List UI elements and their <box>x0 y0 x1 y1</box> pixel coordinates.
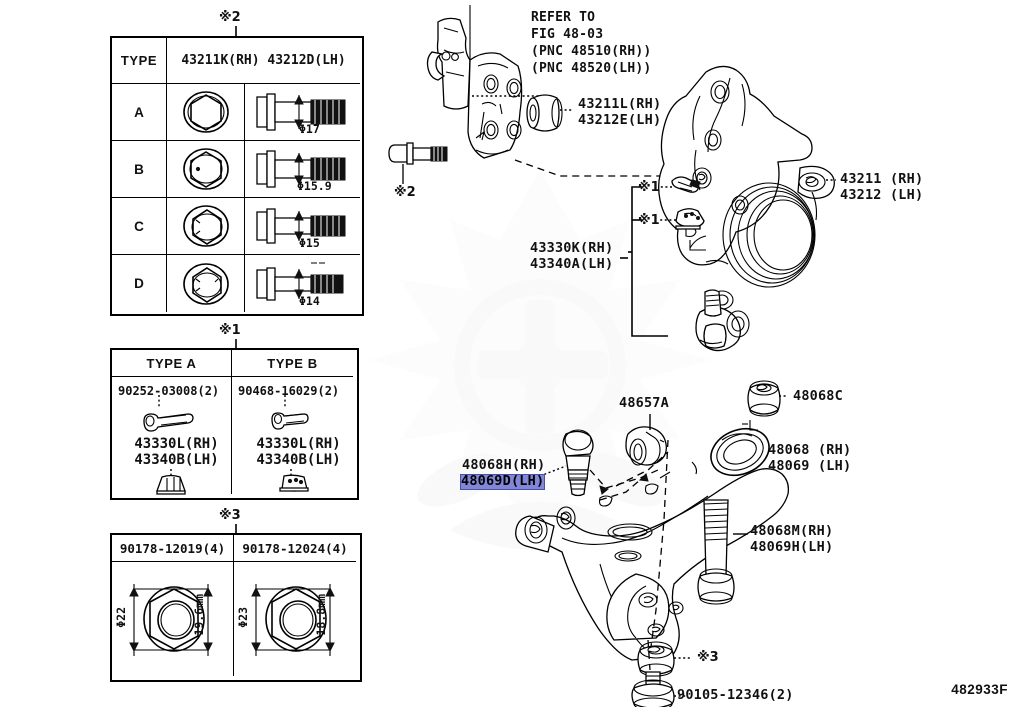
bolt-type-letter: B <box>134 161 144 177</box>
nut-dimension-drawing <box>251 584 335 656</box>
clip-table-note-marker: ※1 <box>219 323 241 338</box>
clip-part-number: 90252-03008(2) <box>118 384 220 398</box>
nut-part-number: 90178-12019(4) <box>119 540 226 556</box>
label-balljoint-bolt-lh-highlighted[interactable]: 48069D(LH) <box>460 473 546 490</box>
clip-type-table: TYPE A TYPE B 90252-03008(2) <box>110 348 359 500</box>
label-clip-note-1-upper: ※1 <box>638 180 660 195</box>
table-row: D <box>112 255 362 312</box>
label-bushing-43211L: 43211L(RH) 43212E(LH) <box>578 96 662 128</box>
bolt-type-table: TYPE 43211K(RH) 43212D(LH) A <box>110 36 364 316</box>
bolt-side-view-icon <box>255 208 345 244</box>
label-bolt-note-2: ※2 <box>394 185 416 200</box>
refer-to-note: REFER TO FIG 48-03 (PNC 48510(RH)) (PNC … <box>531 10 652 76</box>
retainer-clip-icon <box>271 412 309 430</box>
bolt-type-letter: A <box>134 104 144 120</box>
label-bracket-48657A: 48657A <box>619 395 669 411</box>
bolt-side-view-icon <box>255 261 343 301</box>
bolt-diameter-label: Φ14 <box>299 294 320 308</box>
bolt-head-front-view-icon <box>182 148 229 190</box>
clip-leader-line <box>158 395 160 407</box>
bolt-diameter-label: Φ15 <box>299 236 320 250</box>
bolt-head-front-view-icon <box>182 91 229 133</box>
nut-table-note-marker: ※3 <box>219 508 241 523</box>
bolt-table-type-header: TYPE <box>120 53 158 68</box>
label-clip-note-1-lower: ※1 <box>638 213 660 228</box>
arm-bolt-48068M <box>697 499 735 605</box>
bolt-type-letter: D <box>134 276 144 291</box>
bolt-diameter-label: Φ15.9 <box>297 179 332 193</box>
bolt-90105 <box>631 671 675 707</box>
flange-bolt-note2 <box>388 142 448 184</box>
bolt-table-note-marker: ※2 <box>219 10 241 25</box>
cover-leader-line <box>290 469 292 479</box>
bolt-side-view-icon <box>255 150 345 188</box>
clip-table-col-header: TYPE A <box>146 355 197 371</box>
abs-sensor-clip-upper <box>671 176 701 193</box>
bolt-table-partnumbers: 43211K(RH) 43212D(LH) <box>181 53 346 68</box>
dust-cover-part-number: 43330L(RH) 43340B(LH) <box>256 436 341 468</box>
table-row: B <box>112 141 362 198</box>
bolt-head-front-view-icon <box>182 262 229 305</box>
retainer-clip-icon <box>143 413 194 432</box>
label-nut-48068C: 48068C <box>793 388 843 404</box>
bushing-43211L <box>526 94 563 132</box>
ball-joint-bolt <box>562 429 594 497</box>
label-knuckle-43211: 43211 (RH) 43212 (LH) <box>840 171 924 203</box>
nut-type-table: 90178-12019(4) 90178-12024(4) <box>110 533 362 682</box>
harness-bracket-48657A <box>625 426 667 466</box>
cover-leader-line <box>170 469 172 479</box>
label-bolt-90105: 90105-12346(2) <box>677 687 794 703</box>
dust-cover-icon <box>279 474 309 492</box>
dust-cover-part-number: 43330L(RH) 43340B(LH) <box>134 436 219 468</box>
bolt-head-front-view-icon <box>182 205 229 247</box>
dust-cover-icon <box>156 474 186 495</box>
abs-sensor-clip-lower <box>675 208 705 230</box>
label-nut-note-3: ※3 <box>697 650 719 665</box>
nut-part-number: 90178-12024(4) <box>242 540 348 556</box>
figure-id: 482933F <box>951 682 1008 697</box>
bolt-type-letter: C <box>134 218 144 234</box>
label-dustcover-43330K: 43330K(RH) 43340A(LH) <box>530 240 614 272</box>
clip-part-number: 90468-16029(2) <box>238 384 340 398</box>
table-row: A Φ17 <box>112 84 362 141</box>
lower-ball-joint <box>695 289 750 352</box>
arm-nut-note3 <box>637 641 675 677</box>
label-balljoint-bolt-rh: 48068H(RH) <box>462 457 546 473</box>
abs-sensor-bracket <box>426 5 471 118</box>
clip-leader-line <box>284 395 286 407</box>
label-arm-48068: 48068 (RH) 48069 (LH) <box>768 442 852 474</box>
table-row: C <box>112 198 362 255</box>
bolt-side-view-icon <box>255 93 345 131</box>
nut-dimension-drawing <box>129 584 213 656</box>
nut-48068C <box>747 380 781 417</box>
knuckle-mount-bracket <box>467 52 523 159</box>
clip-table-col-header: TYPE B <box>267 355 318 371</box>
bolt-diameter-label: Φ17 <box>299 122 320 136</box>
label-bolt-48068M: 48068M(RH) 48069H(LH) <box>750 523 834 555</box>
